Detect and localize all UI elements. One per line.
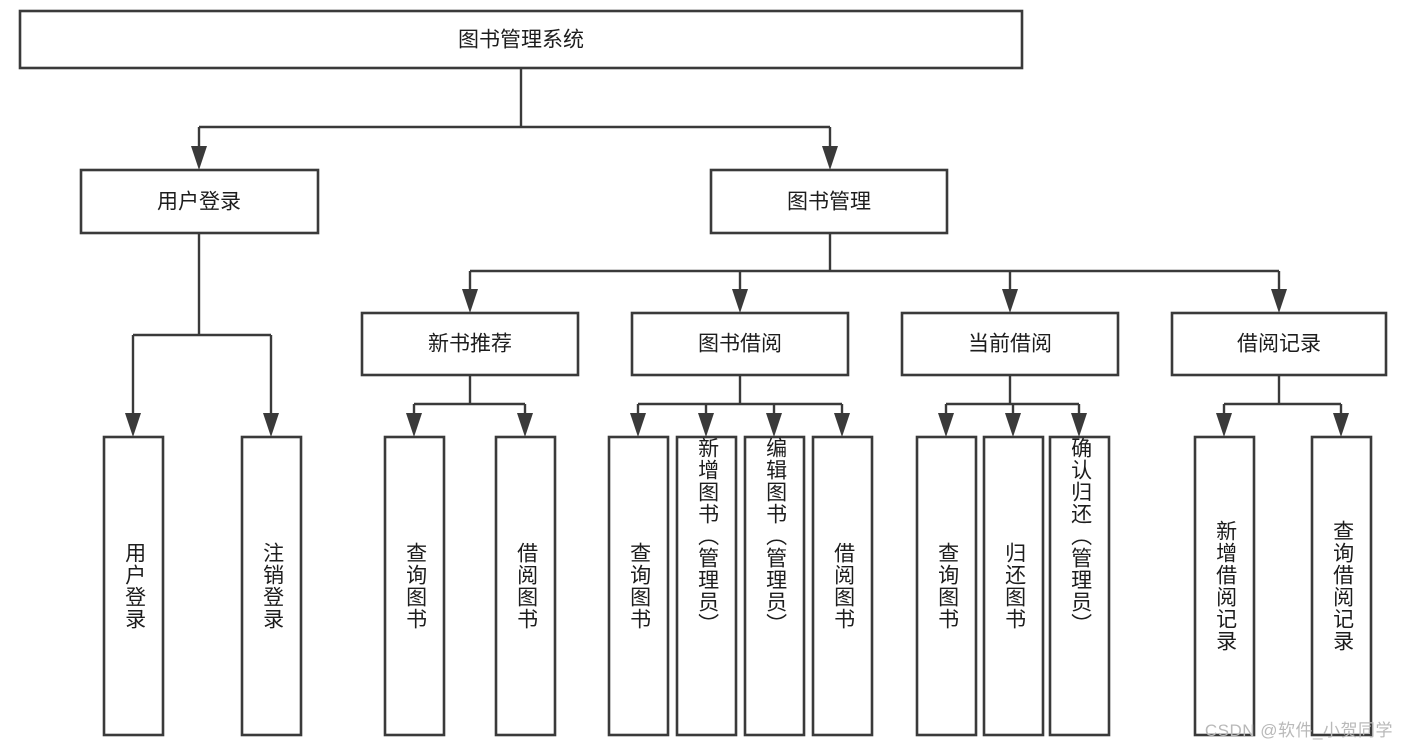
arrow-head-cb-leaf3 — [1071, 413, 1087, 437]
leaf-bb-borrow-book-label: 借阅图书 — [831, 542, 855, 630]
leaf-nbr-borrow-book[interactable]: 借阅图书 — [496, 437, 555, 735]
arrow-head-bb-leaf3 — [766, 413, 782, 437]
node-new-book-recommend[interactable]: 新书推荐 — [360, 311, 580, 377]
node-current-borrow-label: 当前借阅 — [968, 333, 1052, 356]
node-current-borrow[interactable]: 当前借阅 — [900, 311, 1120, 377]
connectors-book-borrow-to-leaves — [630, 375, 850, 437]
leaf-bb-edit-book[interactable]: 编辑图书（管理员） — [745, 437, 804, 735]
leaf-br-query-record-label: 查询借阅记录 — [1330, 520, 1354, 652]
leaf-cb-confirm-return-label: 确认归还（管理员） — [1068, 437, 1092, 635]
leaf-box-bb-edit-book[interactable] — [743, 435, 806, 737]
arrow-head-user-login — [191, 146, 207, 170]
arrow-head-new-book-rec — [462, 289, 478, 313]
node-borrow-record[interactable]: 借阅记录 — [1170, 311, 1388, 377]
leaf-logout-label: 注销登录 — [260, 542, 284, 630]
node-borrow-record-box[interactable] — [1170, 311, 1388, 377]
connectors-book-mgmt-to-level3 — [462, 233, 1287, 313]
leaf-box-bb-query-book[interactable] — [607, 435, 670, 737]
node-book-management[interactable]: 图书管理 — [709, 168, 949, 235]
leaf-bb-add-book-label: 新增图书（管理员） — [695, 437, 719, 635]
node-current-borrow-box[interactable] — [900, 311, 1120, 377]
leaf-box-nbr-borrow-book[interactable] — [494, 435, 557, 737]
leaf-cb-return-book-label: 归还图书 — [1002, 542, 1026, 630]
leaf-box-cb-return-book[interactable] — [982, 435, 1045, 737]
leaf-nbr-query-book-label: 查询图书 — [403, 542, 427, 630]
leaf-user-login-label: 用户登录 — [122, 542, 146, 630]
leaf-user-login[interactable]: 用户登录 — [104, 437, 163, 735]
leaf-bb-add-book[interactable]: 新增图书（管理员） — [677, 437, 736, 735]
leaf-bb-borrow-book[interactable]: 借阅图书 — [813, 437, 872, 735]
arrow-head-nbr-leaf2 — [517, 413, 533, 437]
leaf-nbr-borrow-book-label: 借阅图书 — [514, 542, 538, 630]
arrow-head-bb-leaf1 — [630, 413, 646, 437]
arrow-head-current-borrow — [1002, 289, 1018, 313]
node-root-box[interactable] — [18, 9, 1024, 70]
arrow-head-bb-leaf4 — [834, 413, 850, 437]
leaf-br-add-record[interactable]: 新增借阅记录 — [1195, 437, 1254, 735]
arrow-head-cb-leaf2 — [1005, 413, 1021, 437]
arrow-head-bb-leaf2 — [698, 413, 714, 437]
node-book-management-label: 图书管理 — [787, 191, 871, 214]
arrow-head-br-leaf2 — [1333, 413, 1349, 437]
leaf-box-bb-add-book[interactable] — [675, 435, 738, 737]
connectors-borrow-record-to-leaves — [1216, 375, 1349, 437]
node-book-borrow-box[interactable] — [630, 311, 850, 377]
node-user-login[interactable]: 用户登录 — [79, 168, 320, 235]
leaf-box-cb-query-book[interactable] — [915, 435, 978, 737]
node-user-login-box[interactable] — [79, 168, 320, 235]
leaf-box-user-login[interactable] — [102, 435, 165, 737]
leaf-cb-return-book[interactable]: 归还图书 — [984, 437, 1043, 735]
arrow-head-leaf-user-login — [125, 413, 141, 437]
leaf-logout[interactable]: 注销登录 — [242, 437, 301, 735]
node-book-management-box[interactable] — [709, 168, 949, 235]
leaf-bb-query-book-label: 查询图书 — [627, 542, 651, 630]
node-book-borrow[interactable]: 图书借阅 — [630, 311, 850, 377]
arrow-head-book-mgmt — [822, 146, 838, 170]
node-root[interactable]: 图书管理系统 — [18, 9, 1024, 70]
leaf-cb-confirm-return[interactable]: 确认归还（管理员） — [1050, 437, 1109, 735]
leaf-bb-query-book[interactable]: 查询图书 — [609, 437, 668, 735]
leaf-cb-query-book[interactable]: 查询图书 — [917, 437, 976, 735]
connectors-root-to-level2 — [191, 68, 838, 170]
leaf-cb-query-book-label: 查询图书 — [935, 542, 959, 630]
node-new-book-recommend-box[interactable] — [360, 311, 580, 377]
connectors-user-login-to-leaves — [125, 233, 279, 437]
arrow-head-br-leaf1 — [1216, 413, 1232, 437]
leaf-nbr-query-book[interactable]: 查询图书 — [385, 437, 444, 735]
connectors-new-book-rec-to-leaves — [406, 375, 533, 437]
node-new-book-recommend-label: 新书推荐 — [428, 333, 512, 356]
connectors-current-borrow-to-leaves — [938, 375, 1087, 437]
leaf-boxes — [102, 435, 1373, 737]
leaf-br-add-record-label: 新增借阅记录 — [1213, 520, 1237, 652]
leaf-br-query-record[interactable]: 查询借阅记录 — [1312, 437, 1371, 735]
arrow-head-leaf-logout — [263, 413, 279, 437]
leaf-box-br-add-record[interactable] — [1193, 435, 1256, 737]
leaf-box-cb-confirm-return[interactable] — [1048, 435, 1111, 737]
leaf-box-bb-borrow-book[interactable] — [811, 435, 874, 737]
node-user-login-label: 用户登录 — [157, 191, 241, 214]
node-borrow-record-label: 借阅记录 — [1237, 333, 1321, 356]
arrow-head-borrow-record — [1271, 289, 1287, 313]
node-root-label: 图书管理系统 — [458, 29, 584, 52]
arrow-head-cb-leaf1 — [938, 413, 954, 437]
leaf-box-nbr-query-book[interactable] — [383, 435, 446, 737]
arrow-head-book-borrow — [732, 289, 748, 313]
leaf-box-logout[interactable] — [240, 435, 303, 737]
node-book-borrow-label: 图书借阅 — [698, 333, 782, 356]
arrow-head-nbr-leaf1 — [406, 413, 422, 437]
leaf-box-br-query-record[interactable] — [1310, 435, 1373, 737]
leaf-bb-edit-book-label: 编辑图书（管理员） — [763, 437, 787, 635]
